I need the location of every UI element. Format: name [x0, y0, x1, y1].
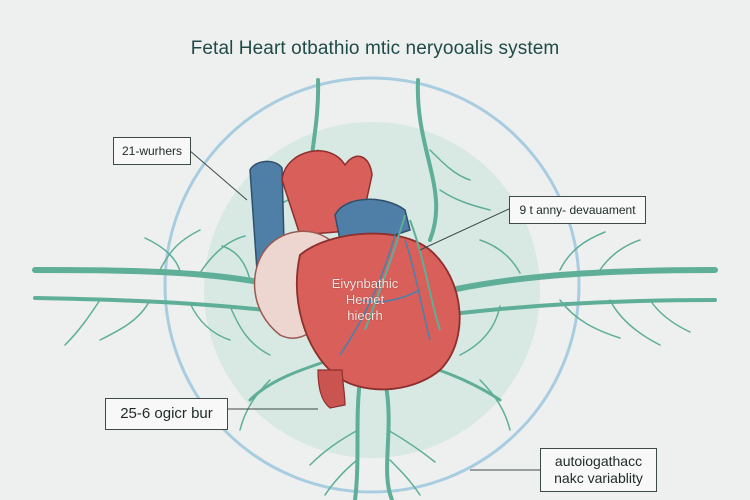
label-top-left: 21-wurhers: [113, 137, 191, 165]
cardiac-nerves: [364, 214, 441, 331]
ventricles: [296, 232, 461, 391]
heart-overlay-text: Eivynbathic Hemet hiecrh: [295, 276, 435, 324]
diagram-title: Fetal Heart otbathio mtic neryooalis sys…: [190, 38, 560, 59]
heart-text-line3: hiecrh: [347, 308, 383, 323]
heart-text-line2: Hemet: [345, 292, 385, 307]
label-bottom-right: autoiogathacc nakc variablity: [540, 448, 657, 492]
heart-text-line1: Eivynbathic: [331, 276, 399, 291]
label-bottom-right-line2: nakc variablity: [554, 470, 643, 486]
label-right: 9 t anny- devauament: [509, 196, 646, 224]
nerve-network: [32, 78, 718, 500]
leader-lines: [188, 149, 540, 471]
coronary-vessels: [339, 234, 431, 356]
heart-illustration: [249, 150, 461, 409]
label-bottom-right-line1: autoiogathacc: [554, 453, 643, 469]
descending-aorta: [317, 369, 346, 409]
outer-ring: [163, 76, 581, 494]
label-bottom-left: 25-6 ogicr bur: [105, 398, 228, 430]
